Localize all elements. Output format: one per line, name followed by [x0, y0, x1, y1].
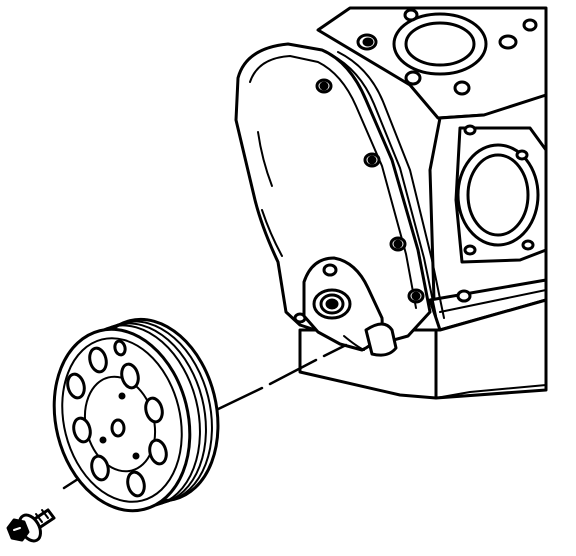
- front-cover-icon: [234, 42, 445, 348]
- pulley-bolt-icon: [6, 508, 56, 543]
- crankshaft-nose-icon: [302, 256, 398, 357]
- crankshaft-pulley-icon: [52, 317, 220, 513]
- engine-block-icon: [298, 6, 548, 400]
